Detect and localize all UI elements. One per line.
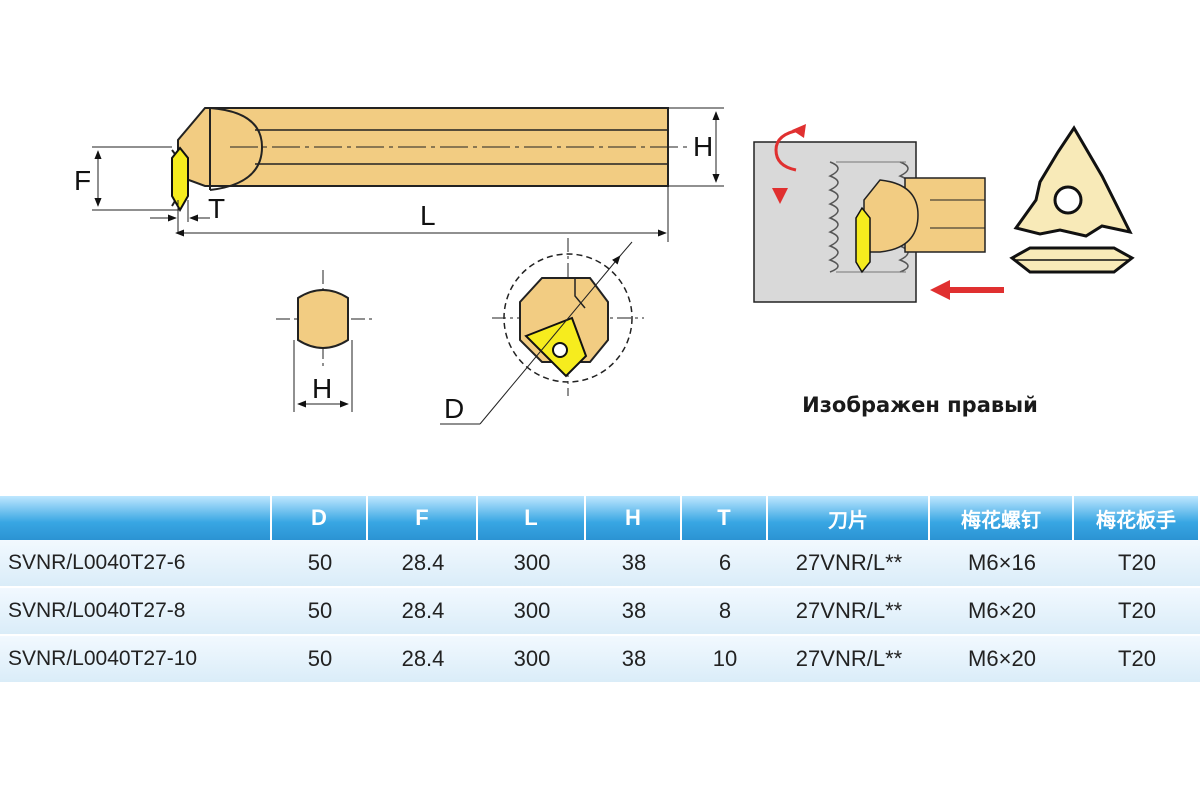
cell-screw: M6×20: [930, 588, 1074, 636]
dim-label-h-section: H: [312, 373, 332, 404]
header-h: H: [586, 496, 682, 540]
cell-h: 38: [586, 636, 682, 684]
cell-d: 50: [272, 540, 368, 588]
header-f: F: [368, 496, 478, 540]
header-screw: 梅花螺钉: [930, 496, 1074, 540]
insert-side: [171, 146, 189, 213]
header-insert: 刀片: [768, 496, 930, 540]
insert-plate-top: [1013, 125, 1133, 238]
feed-arrow: [930, 280, 1004, 300]
table-row: SVNR/L0040T27-6 50 28.4 300 38 6 27VNR/L…: [0, 540, 1200, 588]
header-model: [0, 496, 272, 540]
cell-l: 300: [478, 588, 586, 636]
cell-wrench: T20: [1074, 588, 1200, 636]
cell-t: 6: [682, 540, 768, 588]
cell-d: 50: [272, 636, 368, 684]
cell-f: 28.4: [368, 588, 478, 636]
front-view-insert: D: [440, 238, 644, 425]
cell-l: 300: [478, 636, 586, 684]
header-t: T: [682, 496, 768, 540]
cell-model: SVNR/L0040T27-10: [0, 636, 272, 684]
cell-screw: M6×20: [930, 636, 1074, 684]
technical-drawing: F T L H H D: [74, 107, 1135, 425]
spec-table: D F L H T 刀片 梅花螺钉 梅花板手 SVNR/L0040T27-6 5…: [0, 496, 1200, 684]
table-row: SVNR/L0040T27-8 50 28.4 300 38 8 27VNR/L…: [0, 588, 1200, 636]
dim-label-h-side: H: [693, 131, 713, 162]
cell-f: 28.4: [368, 540, 478, 588]
cell-t: 10: [682, 636, 768, 684]
cell-insert: 27VNR/L**: [768, 540, 930, 588]
threading-illustration: [753, 124, 1004, 303]
dim-label-t: T: [208, 193, 225, 224]
cell-t: 8: [682, 588, 768, 636]
header-d: D: [272, 496, 368, 540]
caption: Изображен правый: [802, 393, 1038, 417]
boring-bar-side-view: F T L H: [74, 107, 724, 242]
cell-l: 300: [478, 540, 586, 588]
header-l: L: [478, 496, 586, 540]
header-wrench: 梅花板手: [1074, 496, 1200, 540]
cell-insert: 27VNR/L**: [768, 588, 930, 636]
insert-plate: [1009, 125, 1135, 274]
cell-h: 38: [586, 588, 682, 636]
cell-model: SVNR/L0040T27-8: [0, 588, 272, 636]
insert-threading: [855, 206, 871, 274]
cell-model: SVNR/L0040T27-6: [0, 540, 272, 588]
rotation-arrow: [774, 128, 801, 172]
cell-h: 38: [586, 540, 682, 588]
dim-label-f: F: [74, 165, 91, 196]
dim-label-d: D: [444, 393, 464, 424]
cell-f: 28.4: [368, 636, 478, 684]
table-header-row: D F L H T 刀片 梅花螺钉 梅花板手: [0, 496, 1200, 540]
dim-label-l: L: [420, 200, 436, 231]
bar-cross-section: H: [276, 270, 372, 412]
table-row: SVNR/L0040T27-10 50 28.4 300 38 10 27VNR…: [0, 636, 1200, 684]
cell-d: 50: [272, 588, 368, 636]
cell-screw: M6×16: [930, 540, 1074, 588]
cell-wrench: T20: [1074, 636, 1200, 684]
cell-wrench: T20: [1074, 540, 1200, 588]
cell-insert: 27VNR/L**: [768, 636, 930, 684]
